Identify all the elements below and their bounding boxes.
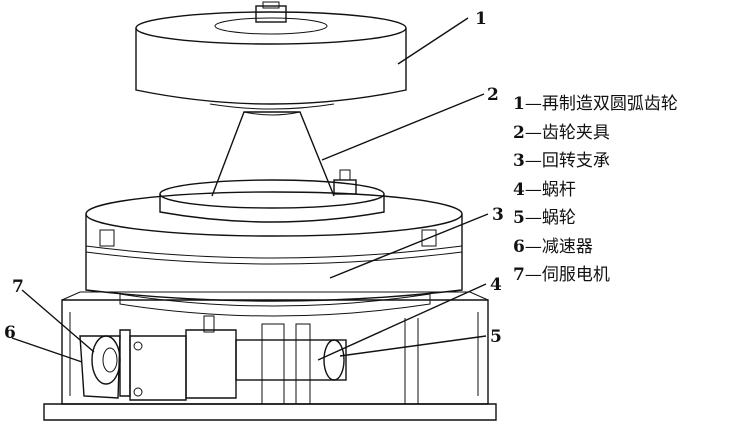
callout-3: 3: [492, 205, 504, 225]
legend-dash: —: [524, 208, 542, 228]
legend-label: 蜗杆: [541, 179, 576, 200]
base-plate: [43, 291, 497, 421]
parts-legend: 1—再制造双圆弧齿轮 2—齿轮夹具 3—回转支承 4—蜗杆 5—蜗轮 6—减速器…: [513, 90, 678, 290]
callout-1: 1: [475, 9, 487, 29]
legend-dash: —: [524, 151, 542, 171]
legend-dash: —: [524, 236, 542, 257]
legend-item-2: 2—齿轮夹具: [513, 119, 678, 148]
legend-item-1: 1—再制造双圆弧齿轮: [513, 90, 678, 119]
legend-number: 6: [513, 236, 525, 257]
legend-dash: —: [524, 179, 542, 200]
callout-4: 4: [490, 275, 502, 295]
legend-item-5: 5—蜗轮: [513, 204, 678, 233]
legend-item-6: 6—减速器: [513, 233, 678, 262]
legend-item-4: 4—蜗杆: [513, 176, 678, 205]
double-arc-gear: [135, 1, 407, 110]
legend-item-7: 7—伺服电机: [513, 261, 678, 290]
legend-dash: —: [524, 94, 542, 114]
servo-motor-and-reducer: [79, 315, 237, 401]
legend-number: 2: [513, 122, 525, 143]
leader-lines: [11, 17, 489, 363]
worm-and-wheel: [235, 323, 347, 405]
legend-dash: —: [524, 122, 542, 143]
gear-fixture: [159, 111, 385, 223]
legend-item-3: 3—回转支承: [513, 147, 678, 176]
legend-number: 7: [513, 265, 525, 285]
legend-label: 再制造双圆弧齿轮: [541, 94, 678, 114]
legend-label: 减速器: [541, 236, 593, 257]
legend-label: 回转支承: [541, 151, 610, 171]
callout-2: 2: [487, 85, 499, 105]
callout-7: 7: [12, 277, 24, 297]
legend-number: 3: [513, 151, 525, 171]
legend-label: 蜗轮: [541, 208, 576, 228]
legend-label: 齿轮夹具: [541, 122, 610, 143]
legend-label: 伺服电机: [541, 265, 610, 285]
legend-dash: —: [524, 265, 542, 285]
legend-number: 4: [513, 179, 525, 200]
legend-number: 5: [513, 208, 525, 228]
callout-6: 6: [4, 323, 16, 343]
legend-number: 1: [513, 94, 525, 114]
callout-5: 5: [490, 327, 502, 347]
slewing-bearing: [85, 191, 463, 317]
